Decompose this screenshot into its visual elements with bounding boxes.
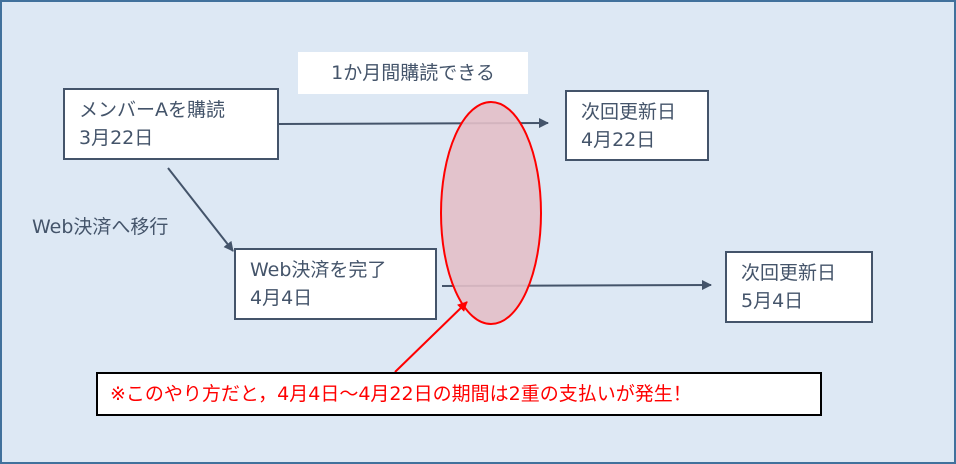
subscribe-title: メンバーAを購読 [79,99,225,121]
web-payment-date: 4月4日 [250,287,313,309]
subscribe-date: 3月22日 [79,127,154,149]
renewal-date: 5月4日 [741,290,804,312]
arrow-migrate [167,167,234,252]
web-payment-box: Web決済を完了 4月4日 [234,248,437,320]
warning-note: ※このやり方だと，4月4日～4月22日の期間は2重の支払いが発生！ [96,372,822,416]
next-renewal-box-1: 次回更新日 4月22日 [565,90,709,161]
next-renewal-box-2: 次回更新日 5月4日 [725,251,873,323]
renewal-date: 4月22日 [581,129,656,151]
warning-arrow [394,301,468,373]
web-payment-title: Web決済を完了 [250,259,387,281]
renewal-title: 次回更新日 [581,101,677,123]
one-month-label: 1か月間購読できる [298,52,528,94]
overlap-ellipse [440,101,542,325]
subscribe-box: メンバーAを購読 3月22日 [63,88,279,160]
migrate-label: Web決済へ移行 [32,216,169,238]
renewal-title: 次回更新日 [741,262,837,284]
